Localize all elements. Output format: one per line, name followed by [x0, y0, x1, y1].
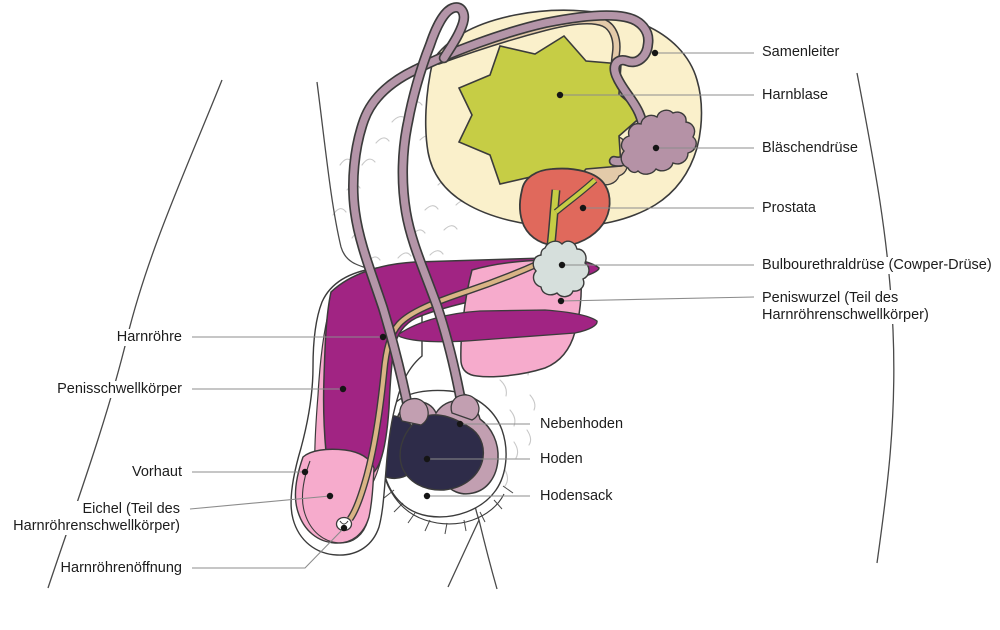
label-penisschwellkoerper: Penisschwellkörper — [54, 381, 185, 398]
label-hoden: Hoden — [537, 451, 586, 468]
label-eichel: Eichel (Teil des Harnröhrenschwellkörper… — [10, 501, 183, 535]
testis-front — [399, 414, 485, 491]
cowper-gland — [532, 240, 590, 298]
label-samenleiter: Samenleiter — [759, 44, 843, 61]
epididymis-horns — [399, 394, 480, 426]
label-harnblase: Harnblase — [759, 87, 832, 104]
vas-deferens-right — [397, 2, 470, 412]
urethral-opening-slit — [339, 520, 349, 525]
label-peniswurzel: Peniswurzel (Teil des Harnröhrenschwellk… — [759, 290, 932, 324]
label-harnroehrenoeffnung: Harnröhrenöffnung — [57, 560, 185, 577]
glans — [294, 448, 375, 544]
vas-deferens-left — [348, 10, 654, 418]
seminal-vesicle — [620, 109, 697, 175]
label-vorhaut: Vorhaut — [129, 464, 185, 481]
leader-lines — [189, 52, 755, 569]
bladder-inner — [457, 34, 645, 196]
body-line-right — [856, 72, 895, 564]
foreskin-inner-line — [301, 460, 369, 544]
label-bulbourethraldruese: Bulbourethraldrüse (Cowper-Drüse) — [759, 257, 995, 274]
body-line-belly — [316, 81, 378, 272]
label-nebenhoden: Nebenhoden — [537, 416, 627, 433]
label-hodensack: Hodensack — [537, 488, 616, 505]
label-harnroehre: Harnröhre — [113, 329, 185, 346]
label-blaeschendruese: Bläschendrüse — [759, 140, 861, 157]
leader-dots — [301, 49, 660, 532]
urethra-penile — [347, 258, 544, 522]
scrotum-hair-ticks — [378, 473, 514, 535]
corpus-cavernosum — [322, 257, 600, 482]
label-prostata: Prostata — [759, 200, 819, 217]
